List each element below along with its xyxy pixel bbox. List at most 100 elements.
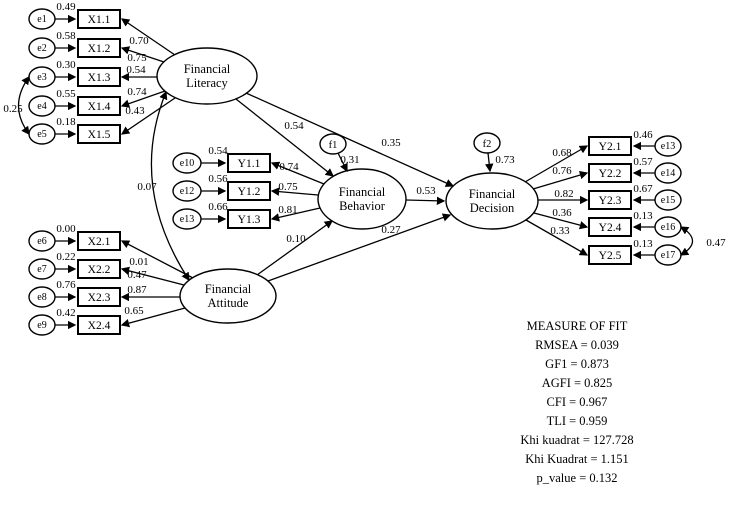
indicator-box-y12 [227,181,271,201]
latent-label-line2: Literacy [186,76,228,90]
fit-title: MEASURE OF FIT [527,319,628,333]
loading-value: 0.47 [127,269,147,281]
loading-value: 0.74 [279,161,299,173]
path-coefficient: 0.35 [381,137,401,149]
indicator-label: X2.4 [88,320,111,332]
fit-line-gfi: GF1 = 0.873 [545,357,609,371]
arrow-fd-to-y24 [533,212,589,230]
error-variance-value: 0.22 [56,251,75,263]
indicator-box-x21 [77,231,121,251]
covariance-arc-e16-e17 [679,226,694,256]
loading-value: 0.76 [552,165,572,177]
covariance-arc-literacy-attitude [150,90,190,282]
path-coefficient: 0.54 [284,120,304,132]
error-term-label: e17 [661,250,675,261]
arrow-fb-to-y13 [270,207,321,222]
error-term-label: e12 [180,186,194,197]
indicator-label: X1.1 [88,14,111,26]
fit-line-khi-kuadrat-1: Khi kuadrat = 127.728 [520,433,633,447]
indicator-box-x12 [77,38,121,58]
indicator-box-x23 [77,287,121,307]
error-variance-value: 0.55 [56,88,76,100]
indicator-label: X2.3 [88,292,111,304]
covariance-value: 0.07 [137,181,157,193]
indicator-label: Y2.4 [599,222,622,234]
error-term-label: e2 [37,43,46,54]
indicator-label: X1.5 [88,129,111,141]
error-variance-value: 0.57 [633,156,653,168]
loading-value: 0.01 [129,256,148,268]
latent-label-line1: Financial [184,62,231,76]
error-term-label: e13 [180,214,194,225]
error-variance-value: 0.76 [56,279,76,291]
path-coefficient: 0.10 [286,233,306,245]
fit-line-cfi: CFI = 0.967 [547,395,608,409]
indicator-label: X2.2 [88,264,111,276]
error-term-label: e9 [37,320,46,331]
latent-label-line2: Attitude [208,296,249,310]
error-variance-value: 0.54 [208,145,228,157]
measurement-block-y1: e10 0.54 Y1.1 0.74 e12 0.56 Y1.2 0.75 e1… [172,145,325,230]
disturbance-f2 [473,132,501,154]
loading-value: 0.81 [278,204,297,216]
disturbance-f1 [319,133,347,155]
error-term-label: e10 [180,158,194,169]
latent-label-line1: Financial [205,282,252,296]
latent-label-line1: Financial [339,185,386,199]
error-term-label: e15 [661,195,675,206]
disturbance-value: 0.73 [495,154,515,166]
indicator-box-y22 [588,163,632,183]
error-variance-value: 0.13 [633,210,653,222]
error-term-label: e3 [37,72,46,83]
indicator-label: Y2.1 [599,141,622,153]
indicator-box-y24 [588,217,632,237]
error-term-label: e13 [661,141,675,152]
fit-line-tli: TLI = 0.959 [547,414,608,428]
indicator-label: X2.1 [88,236,111,248]
path-attitude-to-behavior [256,220,334,276]
indicator-box-y21 [588,136,632,156]
error-variance-value: 0.46 [633,129,653,141]
indicator-box-y25 [588,245,632,265]
loading-value: 0.70 [129,35,149,47]
error-variance-value: 0.66 [208,201,228,213]
latent-label-line2: Decision [470,201,515,215]
indicator-box-y11 [227,153,271,173]
latent-label-line2: Behavior [339,199,386,213]
fit-line-rmsea: RMSEA = 0.039 [535,338,619,352]
indicator-box-x13 [77,67,121,87]
error-variance-value: 0.56 [208,173,228,185]
loading-value: 0.54 [126,64,146,76]
fit-line-agfi: AGFI = 0.825 [542,376,613,390]
latent-financial-attitude [179,268,277,324]
error-variance-value: 0.30 [56,59,76,71]
error-term-label: e6 [37,236,46,247]
structural-paths: 0.54 0.35 0.10 0.27 0.53 0.07 [137,90,455,282]
indicator-box-y13 [227,209,271,229]
error-variance-value: 0.58 [56,30,76,42]
error-term-label: e4 [37,101,46,112]
error-variance-value: 0.18 [56,116,76,128]
error-term-label: e14 [661,168,675,179]
arrow-fl-to-x14 [120,90,166,108]
indicator-label: Y2.5 [599,250,622,262]
measurement-block-y2: Y2.1 e13 0.46 0.68 Y2.2 e14 0.57 0.76 Y2… [524,129,726,266]
error-term-label: e5 [37,129,46,140]
error-variance-value: 0.67 [633,183,653,195]
indicator-label: Y1.1 [238,158,261,170]
indicator-label: X1.4 [88,101,111,113]
path-attitude-to-decision [267,213,452,282]
error-term-label: e7 [37,264,46,275]
error-term-label: e8 [37,292,46,303]
error-term-label: e1 [37,14,46,25]
disturbance-value: 0.31 [340,154,359,166]
path-behavior-to-decision [405,196,446,206]
arrow-fb-to-y12 [270,187,319,196]
covariance-arc-e3-e5 [17,75,30,136]
arrow-fb-to-y11 [270,161,325,185]
path-coefficient: 0.27 [381,224,401,236]
arrow-f1-to-behavior [337,152,348,173]
arrow-fd-to-y21 [524,145,589,183]
